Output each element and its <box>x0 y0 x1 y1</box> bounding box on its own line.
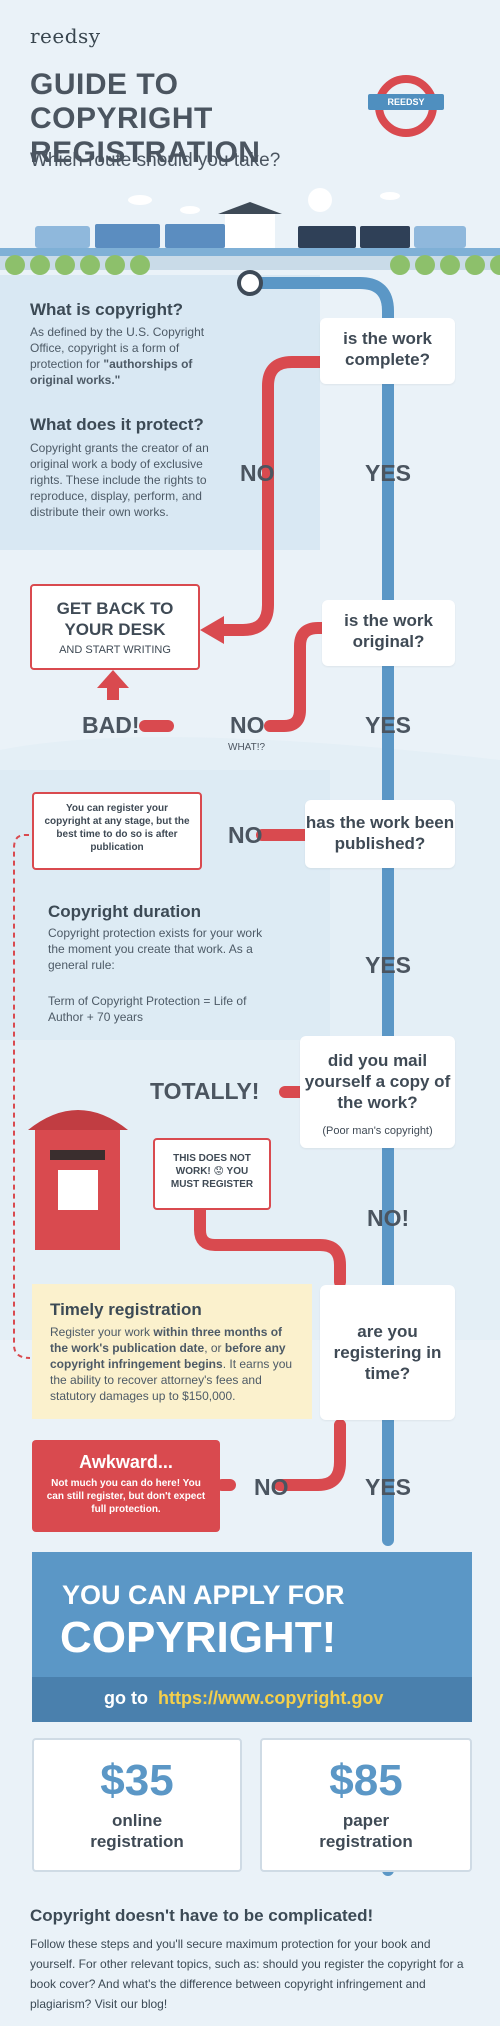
answer-no-1: NO <box>240 460 275 486</box>
bad-arrow-up <box>97 670 129 688</box>
question-published: has the work been published? <box>305 800 455 868</box>
price-online: $35 <box>100 1756 174 1805</box>
price-online-label: online registration <box>90 1811 184 1851</box>
text-duration-formula: Term of Copyright Protection = Life of A… <box>48 994 247 1024</box>
panel-timely <box>32 1284 312 1419</box>
bushes <box>5 255 500 275</box>
question-mailed-text: did you mail yourself a copy of the work… <box>304 1051 451 1112</box>
start-node <box>237 270 263 296</box>
cta-strip <box>32 1677 472 1722</box>
train-scene <box>0 188 500 275</box>
cloud <box>180 206 200 214</box>
path-late <box>274 1419 346 1491</box>
price-paper: $85 <box>329 1756 403 1805</box>
star-icon <box>360 1578 426 1644</box>
bad-arrow-stem <box>107 686 119 700</box>
awkward-text: Not much you can do here! You can still … <box>46 1478 206 1515</box>
text-timely: Register your work within three months o… <box>50 1325 293 1403</box>
question-mailed-note: (Poor man's copyright) <box>322 1125 433 1137</box>
sun <box>308 188 332 212</box>
cta-goto: go to <box>104 1688 148 1708</box>
desk-title: GET BACK TO YOUR DESK <box>56 599 174 639</box>
red-tracks <box>139 356 346 1491</box>
reedsy-badge: REEDSY <box>368 94 444 110</box>
desk-arrow-head <box>200 616 224 644</box>
cloud <box>380 192 400 200</box>
awkward-title: Awkward... <box>79 1452 173 1472</box>
heading-timely: Timely registration <box>50 1300 202 1319</box>
path-unoriginal <box>264 622 328 732</box>
outcome-register-any: You can register your copyright at any s… <box>32 792 202 870</box>
desk-subtitle: AND START WRITING <box>59 644 171 656</box>
price-paper-label: paper registration <box>319 1811 413 1851</box>
station <box>218 202 282 248</box>
question-complete: is the work complete? <box>320 318 455 384</box>
text-duration: Copyright protection exists for your wor… <box>48 926 263 972</box>
text-what-protect: Copyright grants the creator of an origi… <box>30 441 209 519</box>
path-poor-man <box>194 1189 346 1288</box>
postbox <box>28 1110 128 1250</box>
train-left <box>35 224 225 248</box>
heading-what-is: What is copyright? <box>30 300 183 319</box>
brand-logo: reedsy <box>30 24 101 48</box>
question-mailed: did you mail yourself a copy of the work… <box>300 1036 455 1148</box>
answer-no-3: NO <box>228 822 263 848</box>
question-in-time: are you registering in time? <box>320 1285 455 1420</box>
answer-no-5: NO <box>254 1474 289 1500</box>
price-card-paper: $85 paper registration <box>260 1738 472 1872</box>
cta-line-1: YOU CAN APPLY FOR <box>62 1580 345 1610</box>
dashed-link <box>13 834 65 1359</box>
heading-duration: Copyright duration <box>48 902 201 921</box>
price-card-online: $35 online registration <box>32 1738 242 1872</box>
answer-bad: BAD! <box>82 712 140 738</box>
question-original: is the work original? <box>322 600 455 666</box>
outcome-desk: GET BACK TO YOUR DESK AND START WRITING <box>30 584 200 670</box>
answer-no-2: NO <box>230 712 265 738</box>
panel-wave <box>0 737 500 1340</box>
cta-url-link[interactable]: https://www.copyright.gov <box>158 1688 384 1708</box>
footer-text: Follow these steps and you'll secure max… <box>30 1937 464 2011</box>
heading-what-protect: What does it protect? <box>30 415 204 434</box>
path-incomplete <box>214 356 328 636</box>
footer-heading: Copyright doesn't have to be complicated… <box>30 1906 374 1925</box>
answer-yes-3: YES <box>365 952 412 978</box>
answer-no-4: NO! <box>367 1205 410 1231</box>
outcome-awkward: Awkward... Not much you can do here! You… <box>32 1440 220 1532</box>
page-subtitle: Which route should you take? <box>30 150 281 171</box>
answer-yes-5: YES <box>365 1474 412 1500</box>
outcome-not-work: THIS DOES NOT WORK! 😟 YOU MUST REGISTER <box>153 1138 271 1210</box>
train-right <box>298 226 466 248</box>
answer-totally: TOTALLY! <box>150 1078 260 1104</box>
cloud <box>128 195 152 205</box>
page-title: GUIDE TO COPYRIGHT REGISTRATION <box>30 68 261 169</box>
answer-yes-2: YES <box>365 712 412 738</box>
cta-line-2: COPYRIGHT! <box>60 1613 337 1662</box>
answer-what: WHAT!? <box>228 742 266 753</box>
answer-yes-1: YES <box>365 460 412 486</box>
text-what-is: As defined by the U.S. Copyright Office,… <box>30 325 205 387</box>
